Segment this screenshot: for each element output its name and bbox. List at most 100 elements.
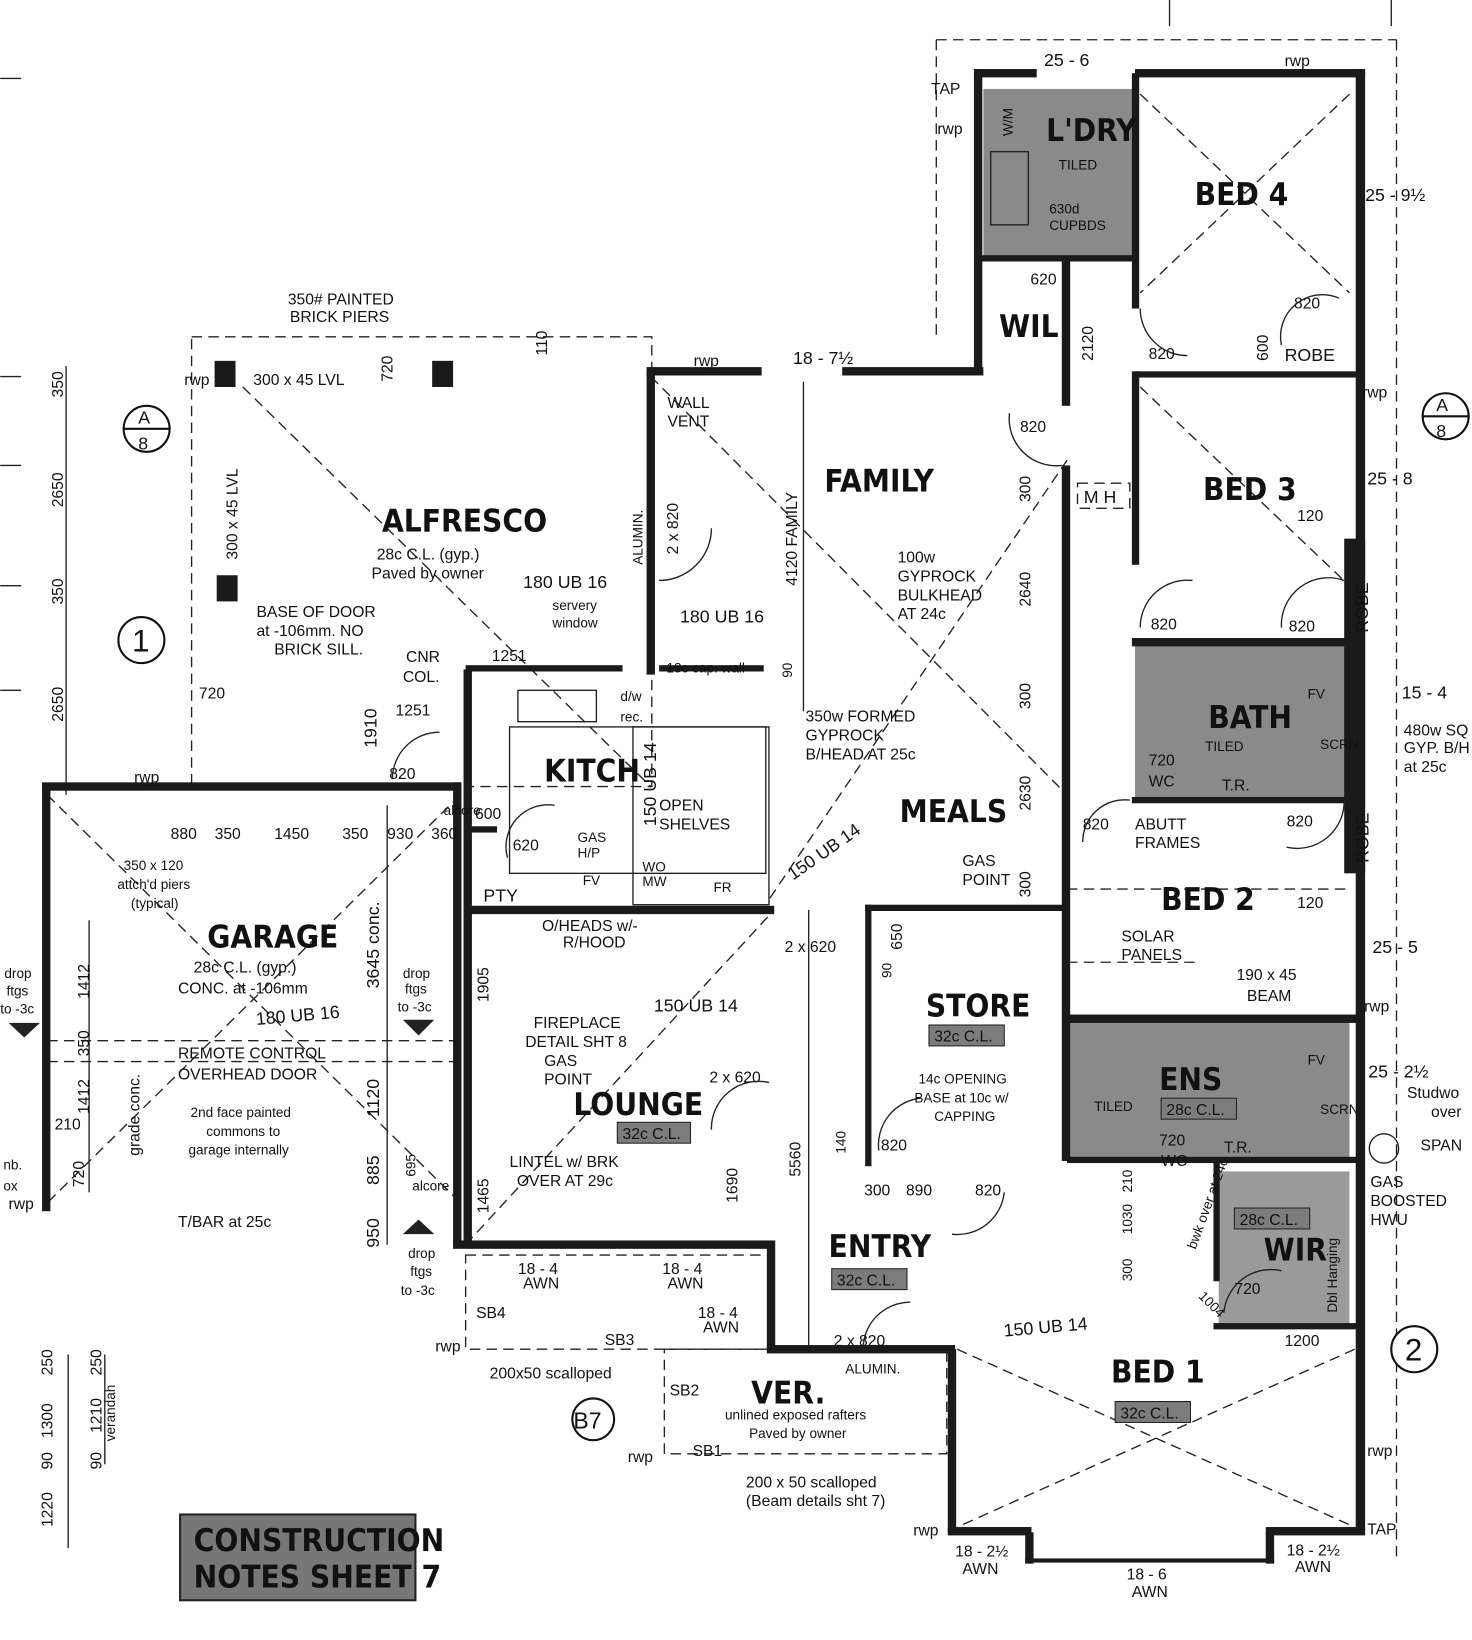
dims-d720b-label: 720 [379,355,396,381]
dims-v1220-label: 1220 [39,1492,56,1527]
notes-hwu2-label: BOOSTED [1370,1193,1447,1210]
line-mark [650,376,1068,796]
notes-span-label: SPAN [1421,1138,1463,1155]
dims-b820c-label: 820 [1287,813,1313,830]
rooms-ens-tr-label: T.R. [1224,1140,1252,1157]
notes-rwp-label: rwp [937,121,963,138]
rect-mark [517,689,598,723]
rect-mark [973,69,983,375]
rooms-robe-label: ROBE [1285,345,1335,365]
rect-mark [1344,538,1366,874]
notes-lvl_v-label: 300 x 45 LVL [225,468,242,559]
rect-mark [616,1121,692,1144]
notes-awn-label: AWN [962,1561,998,1578]
rect-mark [632,726,770,906]
rect-mark [1135,371,1360,378]
room-verandah: VER. [751,1376,825,1412]
notes-awn-label: AWN [1295,1559,1331,1576]
dims-d600-label: 600 [475,806,501,823]
rect-mark [42,782,461,791]
dims-awn_b3-label: 18 - 6 [1127,1566,1167,1583]
dims-e2x620-label: 2 x 620 [785,939,837,956]
rect-mark [947,1349,957,1533]
wir-area [1218,1171,1350,1329]
rect-mark [216,575,238,602]
dims-w2120-label: 2120 [1080,326,1097,361]
notes-door1-label: BASE OF DOOR [256,604,375,621]
rect-mark [646,367,762,376]
dims-w820c-label: 820 [1294,296,1320,313]
notes-cnr2-label: COL. [403,669,440,686]
notes-sq3-label: at 25c [1404,759,1447,776]
notes-formed3-label: B/HEAD AT 25c [806,746,916,763]
rect-mark [1061,465,1071,1161]
notes-rwp-label: rwp [9,1196,35,1213]
room-ensuite: ENS [1159,1062,1222,1098]
notes-construction1-label: CONSTRUCTION [194,1523,445,1559]
rect-mark [842,367,984,376]
rect-mark [1076,482,1131,509]
notes-bulk2-label: GYPROCK [898,569,977,586]
dims-awn_b1-label: 18 - 2½ [955,1543,1008,1560]
notes-piers_g2-label: attch'd piers [117,877,190,892]
path-mark [877,1097,921,1151]
ensuite-wet-area [1069,1019,1350,1161]
rect-mark [1114,1401,1191,1423]
notes-remote2-label: OVERHEAD DOOR [178,1066,317,1083]
room-family: FAMILY [824,464,934,500]
dims-awn_l2-label: 18 - 4 [662,1261,702,1278]
line-mark [956,1348,1355,1528]
rooms-robe-label: ROBE [1352,582,1372,632]
rect-mark [1131,73,1140,309]
notes-servery2-label: window [551,616,597,631]
path-mark [391,731,440,780]
room-bed4: BED 4 [1195,177,1289,213]
notes-grade-label: grade conc. [126,1074,143,1156]
notes-tap-label: TAP [1367,1521,1396,1538]
circle-mark [117,616,166,665]
dims-e300-label: 300 [864,1182,890,1199]
dims-d1251b-label: 1251 [396,702,431,719]
notes-awn-label: AWN [703,1320,739,1337]
dims-g1120-label: 1120 [363,1079,383,1117]
dims-e820-label: 820 [881,1138,907,1155]
dims-f300c-label: 300 [1017,871,1034,897]
dims-d2650b-label: 2650 [50,687,67,722]
rect-mark [1025,1558,1275,1563]
rect-mark [1131,371,1140,565]
room-bath: BATH [1208,700,1292,736]
dims-w1200-label: 1200 [1285,1333,1320,1350]
dims-g930-label: 930 [387,826,413,843]
dims-e650-label: 650 [889,923,906,949]
notes-rwp-label: rwp [694,353,720,370]
room-wir: WIR [1264,1232,1328,1268]
notes-piers_g1-label: 350 x 120 [124,858,184,873]
rect-mark [463,669,472,1245]
path-mark [1139,579,1193,628]
rect-mark [1061,259,1071,406]
room-alfresco: ALFRESCO [382,503,547,539]
dims-v90a-label: 90 [89,1452,106,1470]
rect-mark [508,726,767,875]
dims-w300-label: 300 [1120,1258,1135,1281]
notes-gas_hp1-label: GAS [578,830,607,845]
section-marker-b7: B7 [571,1397,616,1442]
room-laundry: L'DRY [1046,113,1137,149]
dims-wir720-label: 720 [1234,1281,1260,1298]
rect-mark [453,782,462,1245]
dims-d350a-label: 350 [50,371,67,397]
dims-w820d-label: 820 [1151,617,1177,634]
dims-d720a-label: 720 [199,686,225,703]
notes-beam2-label: BEAM [1247,988,1291,1005]
rect-mark [465,905,775,915]
rooms-bath-fv-label: FV [1308,687,1325,702]
dims-f300b-label: 300 [1017,683,1034,709]
notes-awn-label: AWN [1132,1584,1168,1601]
notes-opening1-label: 14c OPENING [919,1072,1007,1087]
notes-sq1-label: 480w SQ [1404,722,1468,739]
notes-rwp-label: rwp [1367,1443,1393,1460]
notes-awn-label: AWN [667,1276,703,1293]
dims-w620-label: 620 [1030,271,1056,288]
rect-mark [865,904,1068,911]
section_markers-one-label: 1 [132,624,149,659]
